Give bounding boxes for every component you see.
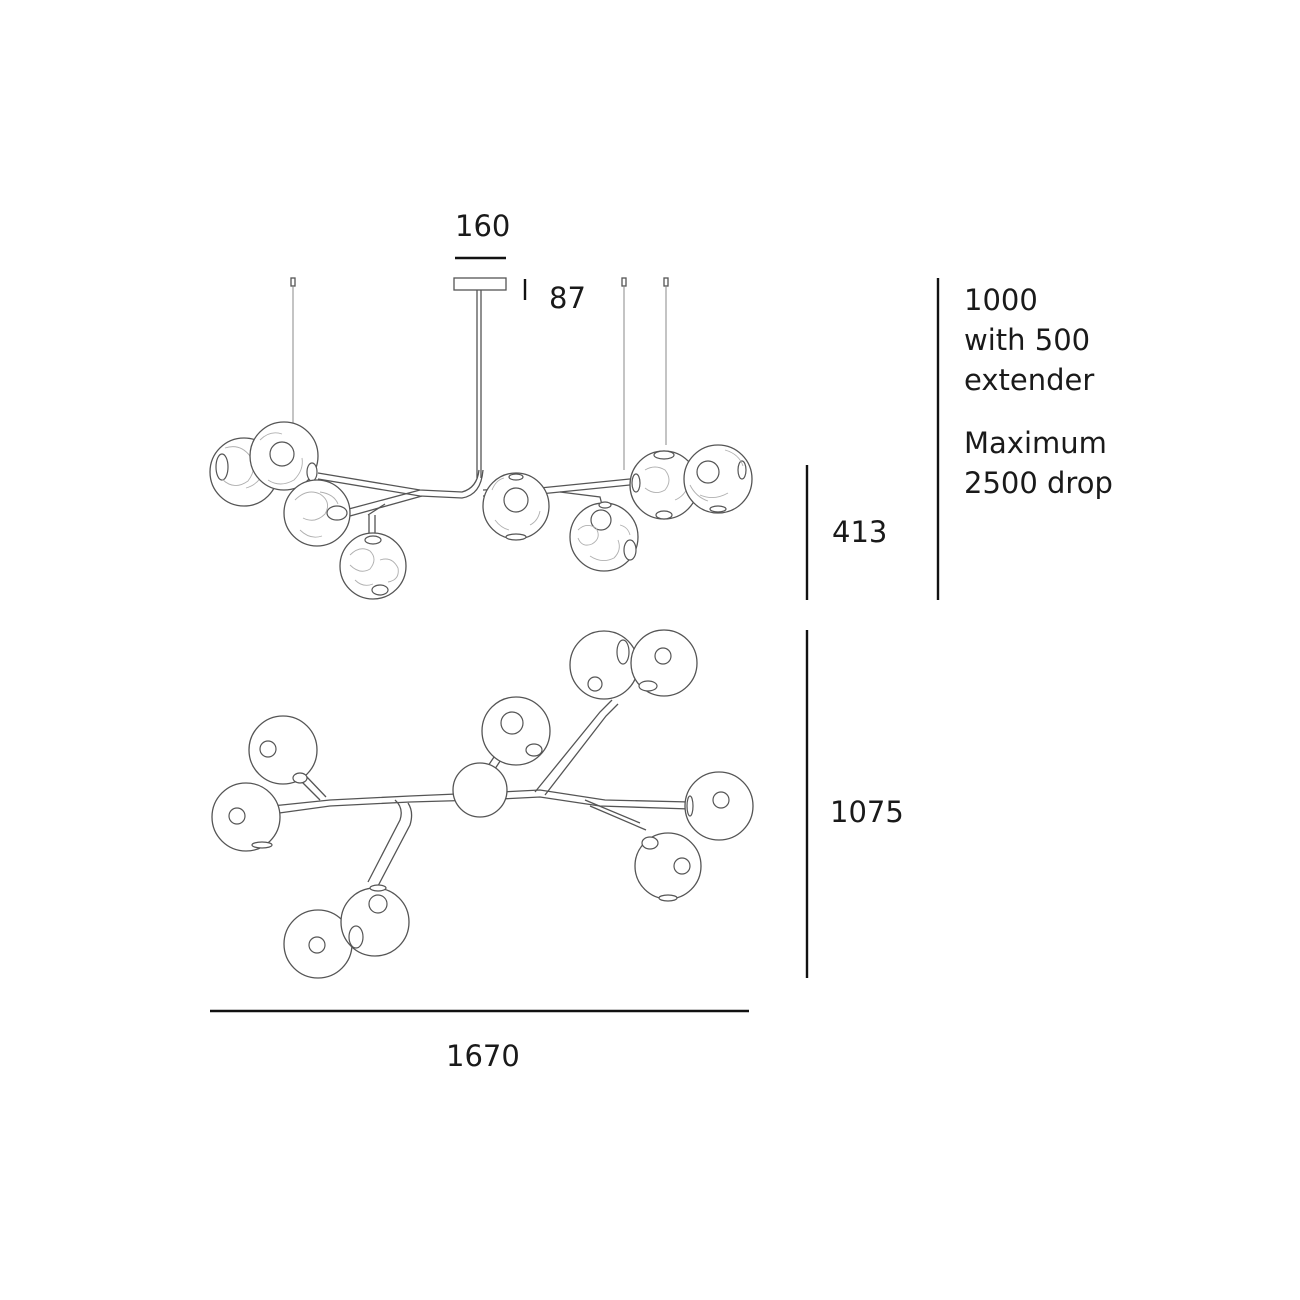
max-drop-note: Maximum 2500 drop <box>964 423 1113 503</box>
plan-view <box>211 629 754 979</box>
drop-note-line-3: extender <box>964 363 1095 397</box>
fixture-width-label: 1670 <box>446 1039 520 1073</box>
ceiling-canopy <box>453 277 507 291</box>
fixture-height-label: 413 <box>832 515 888 549</box>
max-drop-line-2: 2500 drop <box>964 466 1113 500</box>
plan-globes <box>211 629 754 979</box>
drop-note: 1000 with 500 extender <box>964 280 1094 400</box>
canopy-height-label: 87 <box>549 281 586 315</box>
suspension-wires <box>290 277 669 470</box>
side-globes <box>209 421 753 600</box>
side-elevation-view <box>209 277 753 600</box>
drop-note-line-2: with 500 <box>964 323 1091 357</box>
max-drop-line-1: Maximum <box>964 426 1107 460</box>
canopy-width-label: 160 <box>455 209 511 243</box>
fixture-depth-label: 1075 <box>830 795 904 829</box>
drop-note-line-1: 1000 <box>964 283 1038 317</box>
